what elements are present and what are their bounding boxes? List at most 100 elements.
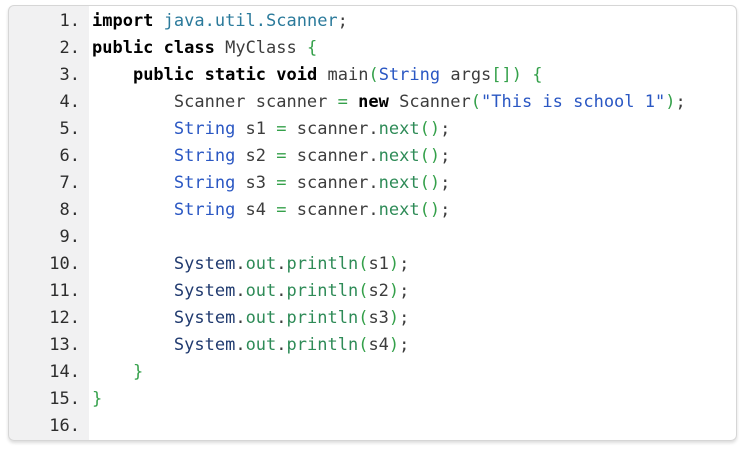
code-token: MyClass [214, 38, 307, 58]
code-token: String [173, 173, 236, 193]
code-text [89, 224, 736, 251]
code-token: Scanner scanner [92, 92, 338, 112]
code-token [522, 65, 532, 85]
code-line: 12. System.out.println(s3); [9, 305, 736, 332]
line-number: 10. [49, 254, 80, 274]
code-token: . [276, 308, 287, 328]
code-line: 7. String s3 = scanner.next(); [9, 170, 736, 197]
code-token: ; [399, 335, 410, 355]
code-line: 10. System.out.println(s1); [9, 251, 736, 278]
code-token: ; [399, 254, 410, 274]
code-token: public [132, 65, 195, 85]
code-token [92, 281, 174, 301]
line-number: 9. [59, 227, 80, 247]
code-text: System.out.println(s2); [89, 278, 736, 305]
code-token: s1 [235, 119, 277, 139]
code-token: public [92, 38, 154, 58]
code-token: class [163, 38, 215, 58]
code-text: System.out.println(s1); [89, 251, 736, 278]
code-line: 5. String s1 = scanner.next(); [9, 116, 736, 143]
code-token: = [337, 92, 348, 112]
code-line: 8. String s4 = scanner.next(); [9, 197, 736, 224]
code-line: 15.} [9, 386, 736, 413]
code-token: ) [388, 281, 400, 301]
code-token: scanner. [286, 119, 379, 139]
code-token: } [132, 362, 144, 382]
line-number: 13. [49, 335, 80, 355]
line-number: 7. [59, 173, 80, 193]
code-token: println [286, 308, 359, 328]
code-token: System [173, 308, 236, 328]
code-token: System [173, 335, 236, 355]
code-token: next [378, 146, 420, 166]
code-token [348, 92, 358, 112]
code-token: ) [665, 92, 676, 112]
code-token: println [286, 254, 359, 274]
code-token: = [276, 119, 287, 139]
code-token: println [286, 335, 359, 355]
code-token: void [276, 65, 318, 85]
code-token: next [378, 119, 420, 139]
code-snippet-panel: 1.import java.util.Scanner;2.public clas… [8, 5, 737, 441]
code-token: s3 [235, 173, 277, 193]
line-number: 4. [59, 92, 80, 112]
code-token: ; [675, 92, 686, 112]
code-token: . [276, 254, 287, 274]
code-line: 2. public class MyClass { [9, 35, 736, 62]
code-token: = [276, 173, 287, 193]
code-token: println [286, 281, 359, 301]
line-number: 2. [59, 38, 80, 58]
code-text: Scanner scanner = new Scanner("This is s… [89, 89, 736, 116]
code-token: scanner. [286, 173, 379, 193]
code-text: public class MyClass { [89, 35, 736, 62]
code-token: import [92, 11, 154, 31]
code-token: []) [491, 65, 523, 85]
code-token: = [276, 200, 287, 220]
code-line: 13. System.out.println(s4); [9, 332, 736, 359]
code-text: System.out.println(s4); [89, 332, 736, 359]
code-text: System.out.println(s3); [89, 305, 736, 332]
code-token: { [306, 38, 318, 58]
code-token: () [419, 173, 441, 193]
code-token [92, 119, 174, 139]
code-token: static [204, 65, 267, 85]
line-number: 16. [49, 416, 80, 436]
code-line: 4. Scanner scanner = new Scanner("This i… [9, 89, 736, 116]
line-number: 1. [59, 11, 80, 31]
code-token [92, 362, 133, 382]
code-token: args [440, 65, 492, 85]
code-token: scanner. [286, 200, 379, 220]
line-number: 3. [59, 65, 80, 85]
line-number: 15. [49, 389, 80, 409]
code-token: "This is school 1" [481, 92, 666, 112]
code-token: ; [440, 173, 451, 193]
code-token: s2 [368, 281, 389, 301]
code-token [194, 65, 204, 85]
code-token: . [276, 281, 287, 301]
code-token: main [317, 65, 369, 85]
code-token: out [245, 281, 277, 301]
code-token [266, 65, 276, 85]
code-token: String [173, 146, 236, 166]
code-token: = [276, 146, 287, 166]
code-token [153, 38, 163, 58]
code-token [92, 65, 133, 85]
code-token: ) [388, 308, 400, 328]
code-token: String [378, 65, 441, 85]
code-line: 16. [9, 413, 736, 440]
code-text: public static void main(String args[]) { [89, 62, 736, 89]
code-token: . [235, 308, 246, 328]
code-token: next [378, 200, 420, 220]
code-token: () [419, 200, 441, 220]
line-number: 12. [49, 308, 80, 328]
line-number: 5. [59, 119, 80, 139]
code-token [153, 11, 163, 31]
code-token [92, 308, 174, 328]
code-token: } [92, 389, 103, 409]
code-token: . [235, 281, 246, 301]
code-token [92, 200, 174, 220]
code-token: out [245, 335, 277, 355]
code-token: . [235, 254, 246, 274]
line-number: 6. [59, 146, 80, 166]
code-line: 6. String s2 = scanner.next(); [9, 143, 736, 170]
